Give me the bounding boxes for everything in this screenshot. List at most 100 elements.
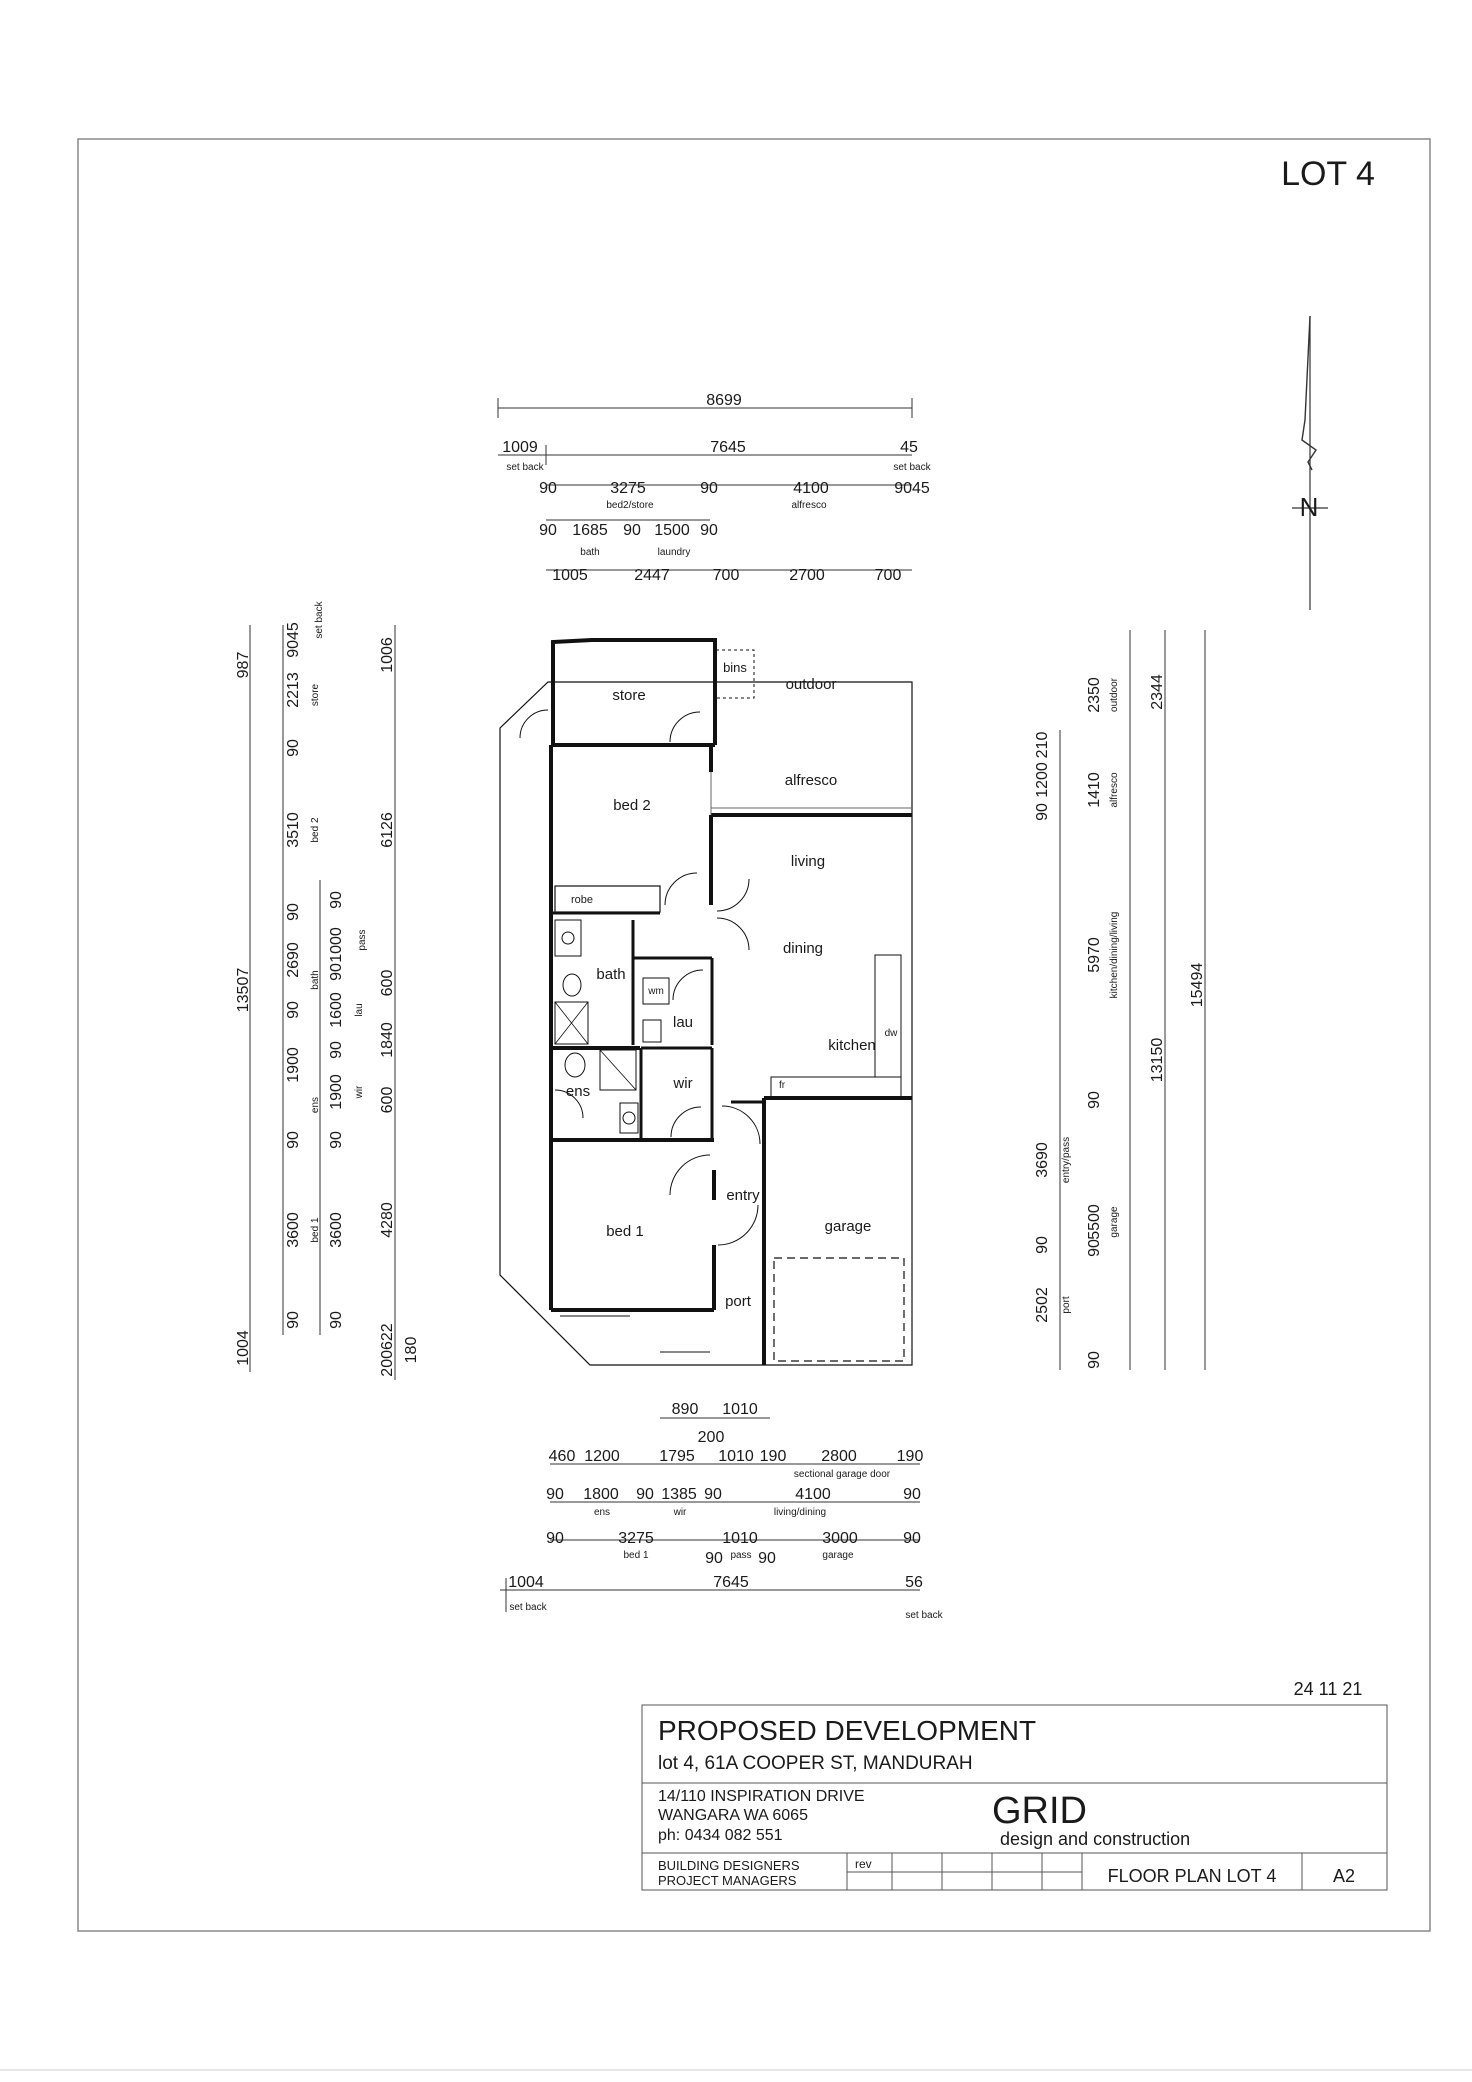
dim-bot-r4-0: 90 [546, 1530, 564, 1547]
dim-top-r2-0: 90 [539, 480, 557, 497]
dim-bot-r4-6: 90 [903, 1530, 921, 1547]
dim-top-r3-label-1: laundry [658, 547, 691, 558]
dim-left-a-0: 9045 [285, 622, 302, 658]
dim-left-c-0: 1006 [379, 637, 396, 673]
dim-top-r3-2: 90 [623, 522, 641, 539]
project-title: PROPOSED DEVELOPMENT [658, 1715, 1036, 1746]
dim-left-a-label-3: bath [310, 970, 321, 989]
role-project-managers: PROJECT MANAGERS [658, 1873, 797, 1888]
dim-left-a-1: 2213 [285, 672, 302, 708]
dim-bot-r2-5: 2800 [821, 1448, 857, 1465]
dim-bot-setback-left: set back [509, 1602, 547, 1613]
site-outline [499, 681, 913, 1366]
bottom-dimensions: 890 1010 200 460 1200 1795 1010 190 2800… [500, 1401, 944, 1621]
lot-label: LOT 4 [1281, 155, 1375, 193]
office-address-line-2: WANGARA WA 6065 [658, 1807, 808, 1824]
dim-right-b-label-1: alfresco [1109, 772, 1120, 807]
dim-left-c-2: 600 [379, 970, 396, 997]
dim-left-a-8: 90 [285, 1131, 302, 1149]
dim-top-r2-4: 9045 [894, 480, 930, 497]
dim-right-b-label-2: kitchen/dining/living [1109, 912, 1120, 999]
dim-top-r2-label-1: alfresco [791, 500, 826, 511]
room-port: port [725, 1293, 752, 1310]
dim-left-a-4: 90 [285, 903, 302, 921]
dim-left-b-8: 90 [328, 1311, 345, 1329]
dim-bot-r2-4: 190 [760, 1448, 787, 1465]
dim-top-r4-2: 700 [713, 567, 740, 584]
dim-left-b-3: 1600 [328, 992, 345, 1028]
dim-right-b-3: 90 [1034, 1236, 1051, 1254]
floor-plan [499, 638, 913, 1366]
dim-left-c-3: 1840 [379, 1022, 396, 1058]
dim-top-overall: 8699 [706, 392, 742, 409]
dim-bot-r4-label-2: garage [822, 1550, 854, 1561]
dim-right-a-0: 90 [1034, 803, 1051, 821]
dim-top-r2-2: 90 [700, 480, 718, 497]
north-label: N [1300, 492, 1319, 522]
dim-left-overall: 13507 [235, 968, 252, 1013]
dim-bot-r2-6: 190 [897, 1448, 924, 1465]
dim-right-overall: 15494 [1189, 963, 1206, 1008]
dim-right-b-1: 1410 [1086, 772, 1103, 808]
dim-left-b-label-1: lau [354, 1003, 365, 1016]
room-alfresco: alfresco [785, 772, 838, 789]
room-store: store [612, 687, 645, 704]
dim-bot-r4-label-1: pass [730, 1550, 751, 1561]
dim-top-r1-1: 7645 [710, 439, 746, 456]
dim-left-b-0: 90 [328, 891, 345, 909]
sheet-border [77, 138, 1431, 1932]
dim-left-a-label-1: store [310, 683, 321, 706]
dim-left-b-label-0: pass [357, 929, 368, 950]
dim-bot-r3-3: 1385 [661, 1486, 697, 1503]
dim-left-c-5: 4280 [379, 1202, 396, 1238]
dim-bot-r1b: 200 [698, 1429, 725, 1446]
dim-right-a-7: 90 [1086, 1351, 1103, 1369]
role-building-designers: BUILDING DESIGNERS [658, 1858, 800, 1873]
dim-bot-r3-label-0: ens [594, 1507, 610, 1518]
dim-bot-r3-5: 4100 [795, 1486, 831, 1503]
dim-bot-r1-1: 1010 [722, 1401, 758, 1418]
dim-right-a-label-0: entry/pass [1061, 1137, 1072, 1183]
dim-left-outer-0: 987 [235, 652, 252, 679]
dim-right-a-3: 90 [1086, 1091, 1103, 1109]
dim-bot-r3-1: 1800 [583, 1486, 619, 1503]
wall-store-top [551, 638, 717, 745]
dim-right-a-2: 210 [1034, 732, 1051, 759]
dim-left-a-2: 90 [285, 739, 302, 757]
dim-left-a-7: 1900 [285, 1047, 302, 1083]
dim-top-setback-right: set back [893, 462, 931, 473]
dim-right-c-1: 13150 [1149, 1038, 1166, 1083]
dim-right-a-label-1: port [1061, 1296, 1072, 1313]
room-bed-2: bed 2 [613, 797, 651, 814]
brand-logo: GRID [992, 1790, 1087, 1832]
dim-right-b-label-0: outdoor [1109, 677, 1120, 712]
dim-right-a-5: 90 [1086, 1239, 1103, 1257]
office-phone: ph: 0434 082 551 [658, 1827, 783, 1844]
dim-top-r4-1: 2447 [634, 567, 670, 584]
dim-top-setback-left: set back [506, 462, 544, 473]
dim-right-a-4: 3690 [1034, 1142, 1051, 1178]
dim-bot-r3-0: 90 [546, 1486, 564, 1503]
dim-left-c-6: 200622 [379, 1323, 396, 1376]
room-dining: dining [783, 940, 823, 957]
dim-left-a-5: 2690 [285, 942, 302, 978]
dim-top-r4-0: 1005 [552, 567, 588, 584]
dim-left-b-4: 90 [328, 1041, 345, 1059]
room-bins: bins [723, 660, 747, 675]
room-ens: ens [566, 1083, 590, 1100]
drawing-date: 24 11 21 [1294, 1679, 1363, 1699]
dim-right-b-4: 5500 [1086, 1204, 1103, 1240]
dim-bot-r4-1: 3275 [618, 1530, 654, 1547]
dim-right-b-2: 5970 [1086, 937, 1103, 973]
dim-right-b-label-3: garage [1109, 1206, 1120, 1238]
dim-bot-r2-2: 1795 [659, 1448, 695, 1465]
dim-top-r2-1: 3275 [610, 480, 646, 497]
dim-left-b-2: 90 [328, 963, 345, 981]
revision-label: rev [855, 1857, 872, 1871]
dim-bot-r2-label: sectional garage door [794, 1469, 891, 1480]
title-block [641, 1704, 1388, 1891]
dim-left-b-1: 1000 [328, 927, 345, 963]
room-outdoor: outdoor [786, 676, 837, 693]
dim-left-a-6: 90 [285, 1001, 302, 1019]
